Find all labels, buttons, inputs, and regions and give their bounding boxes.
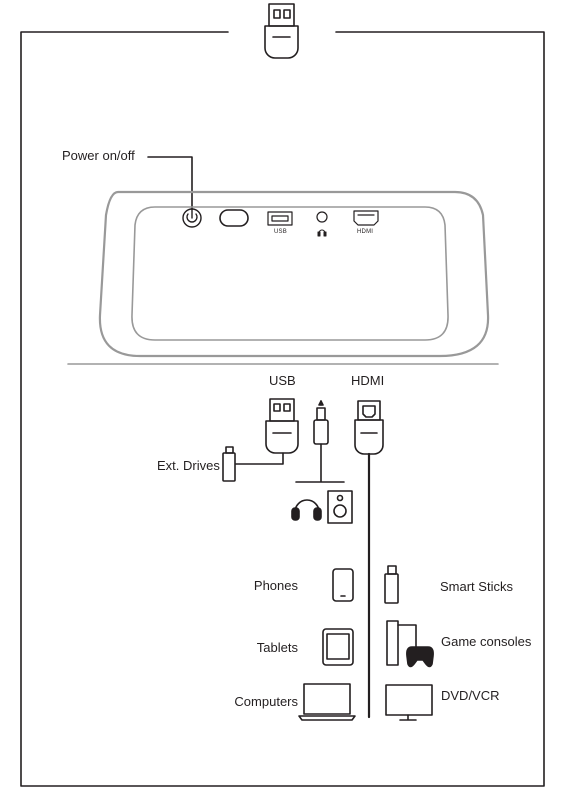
power-icon xyxy=(182,208,202,228)
dc-port xyxy=(219,209,249,227)
usb-cable-line xyxy=(235,452,284,465)
ext-drives-label: Ext. Drives xyxy=(157,458,220,473)
smart-stick-icon xyxy=(384,565,399,604)
projector-device xyxy=(98,190,490,358)
phone-icon xyxy=(332,568,354,602)
tv-icon xyxy=(385,684,433,721)
phones-label: Phones xyxy=(253,578,298,593)
hdmi-label: HDMI xyxy=(351,373,385,388)
hdmi-port-label: HDMI xyxy=(357,229,374,235)
power-label: Power on/off xyxy=(62,148,135,163)
tablets-label: Tablets xyxy=(256,640,298,655)
audio-cable-line xyxy=(295,443,345,483)
laptop-icon xyxy=(298,683,356,721)
usb-label: USB xyxy=(269,373,296,388)
usb-plug-icon xyxy=(265,398,299,454)
smart-sticks-label: Smart Sticks xyxy=(440,579,513,594)
ext-drive-icon xyxy=(222,446,236,482)
headphones-icon xyxy=(291,499,322,521)
hdmi-port-icon xyxy=(353,210,379,226)
game-console-icon xyxy=(386,620,434,668)
usb-port-icon xyxy=(267,211,293,226)
tablet-icon xyxy=(322,628,354,666)
usb-port-label: USB xyxy=(274,229,287,235)
game-consoles-label: Game consoles xyxy=(441,634,532,649)
headphone-icon xyxy=(317,229,327,237)
speaker-icon xyxy=(327,490,353,524)
audio-jack-icon xyxy=(316,211,328,223)
audio-plug-icon xyxy=(313,400,329,445)
usb-stick-icon xyxy=(264,3,299,59)
power-callout-line xyxy=(147,156,193,211)
hdmi-plug-icon xyxy=(354,400,384,455)
frame-border xyxy=(20,31,545,787)
computers-label: Computers xyxy=(234,694,298,709)
dvd-vcr-label: DVD/VCR xyxy=(441,688,500,703)
